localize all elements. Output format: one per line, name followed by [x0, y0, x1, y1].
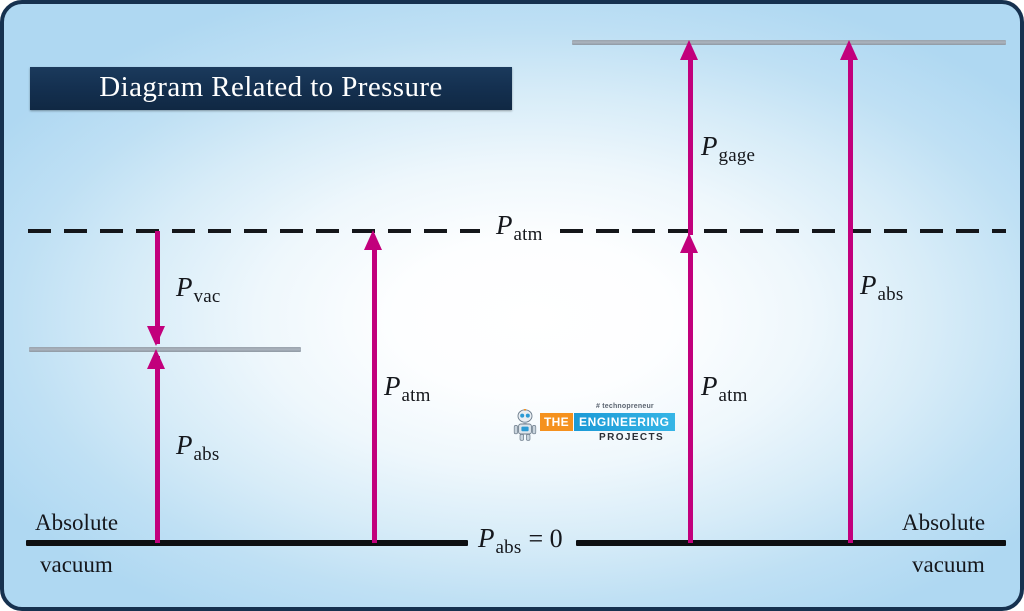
p-vac-arrow-shaft [155, 231, 160, 344]
label-p-abs-right: Pabs [860, 270, 904, 305]
p-atm-right-arrow-shaft [688, 247, 693, 543]
title-banner: Diagram Related to Pressure [30, 67, 512, 110]
p-gage-arrowhead-up-icon [680, 40, 698, 60]
label-p-abs-left-symbol: P [176, 430, 193, 460]
p-abs-left-arrow-shaft [155, 356, 160, 543]
page-title: Diagram Related to Pressure [99, 71, 443, 103]
label-p-atm-right: Patm [701, 371, 748, 406]
robot-mascot-icon [513, 409, 537, 441]
label-p-abs-zero-subscript: abs [495, 537, 522, 558]
label-p-abs-zero-equals: = 0 [528, 524, 563, 553]
p-abs-right-arrow-shaft [848, 52, 853, 543]
absolute-vacuum-left-line2: vacuum [40, 552, 113, 577]
p-abs-right-arrowhead-up-icon [840, 40, 858, 60]
label-p-abs-right-subscript: abs [877, 284, 904, 305]
gage-reference-line-top [572, 40, 1006, 45]
label-p-gage-symbol: P [701, 131, 718, 161]
absolute-zero-baseline-right [576, 540, 1006, 546]
p-gage-arrow-shaft [688, 52, 693, 235]
logo-word-the: THE [540, 413, 573, 431]
label-p-atm-middle-symbol: P [384, 371, 401, 401]
vacuum-reference-line-left [29, 347, 301, 352]
absolute-vacuum-right-line2: vacuum [912, 552, 985, 577]
label-p-gage-subscript: gage [718, 145, 756, 166]
logo-word-engineering: ENGINEERING [574, 413, 675, 431]
label-p-abs-equals-zero: Pabs = 0 [472, 523, 569, 558]
label-p-vac: Pvac [176, 272, 221, 307]
p-atm-middle-arrowhead-up-icon [364, 230, 382, 250]
atmospheric-dashed-line-left [28, 229, 480, 233]
label-p-abs-left: Pabs [176, 430, 220, 465]
label-p-atm-center-symbol: P [496, 210, 513, 240]
p-atm-right-arrowhead-up-icon [680, 233, 698, 253]
label-p-atm-middle-subscript: atm [401, 385, 431, 406]
absolute-vacuum-left-line1: Absolute [35, 510, 119, 535]
p-abs-left-arrowhead-up-icon [147, 349, 165, 369]
label-p-gage: Pgage [701, 131, 756, 166]
p-atm-middle-arrow-shaft [372, 243, 377, 543]
label-p-vac-symbol: P [176, 272, 193, 302]
logo-word-projects: PROJECTS [599, 432, 665, 443]
label-p-atm-middle: Patm [384, 371, 431, 406]
label-p-abs-left-subscript: abs [193, 444, 220, 465]
label-p-abs-right-symbol: P [860, 270, 877, 300]
atmospheric-dashed-line-right [560, 229, 1006, 233]
p-vac-arrowhead-down-icon [147, 326, 165, 346]
label-p-vac-subscript: vac [193, 286, 221, 307]
absolute-vacuum-right-line1: Absolute [902, 510, 986, 535]
label-p-atm-right-subscript: atm [718, 385, 748, 406]
logo-tagline: # technopreneur [596, 403, 654, 410]
label-p-atm-center: Patm [496, 210, 543, 245]
absolute-zero-baseline-left [26, 540, 468, 546]
label-p-atm-center-subscript: atm [513, 224, 543, 245]
label-p-atm-right-symbol: P [701, 371, 718, 401]
label-p-abs-zero-symbol: P [478, 523, 495, 553]
the-engineering-projects-logo: # technopreneur THE ENGINEERING PROJECTS [512, 403, 675, 444]
